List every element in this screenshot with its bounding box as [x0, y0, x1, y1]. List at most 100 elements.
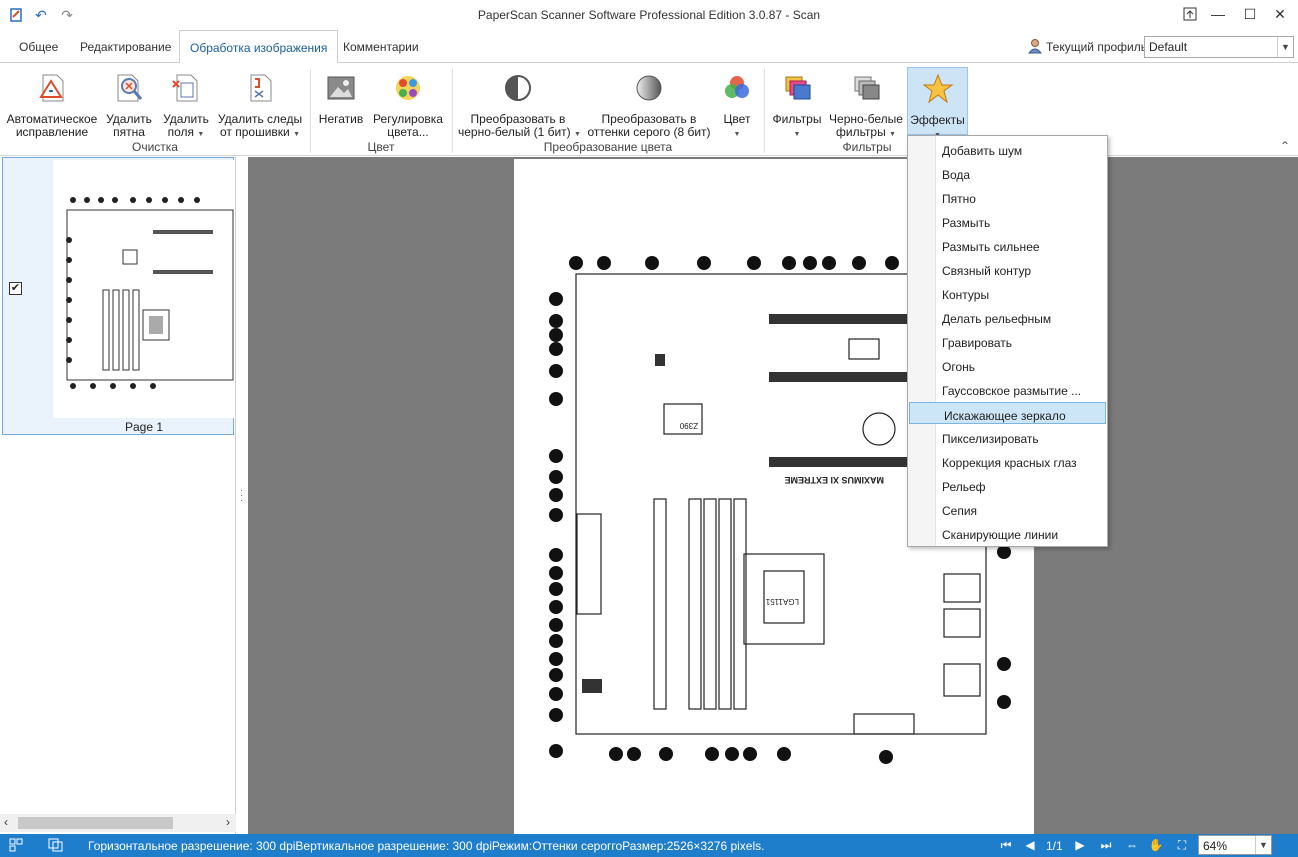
remove-staple-button[interactable]: Удалить следы от прошивки ▼: [216, 67, 304, 141]
ribbon-tabs: Общее Редактирование Обработка изображен…: [0, 30, 1298, 64]
group-label-filters: Фильтры: [842, 140, 892, 154]
title-bar: ↶ ↷ PaperScan Scanner Software Professio…: [0, 0, 1298, 30]
page-indicator: 1/1: [1046, 839, 1063, 853]
maximize-icon[interactable]: ☐: [1243, 5, 1257, 22]
color-adjust-button[interactable]: Регулировка цвета...: [370, 67, 446, 139]
group-label-color: Цвет: [367, 140, 395, 154]
previous-page-icon[interactable]: ◀: [1025, 838, 1035, 852]
negative-button[interactable]: Негатив: [316, 67, 366, 126]
filters-icon: [780, 71, 814, 105]
pan-icon[interactable]: ✋: [1148, 838, 1164, 852]
half-circle-icon: [501, 71, 535, 105]
menu-item-red-eye[interactable]: Коррекция красных глаз: [942, 456, 1077, 470]
thumbnail-label: Page 1: [124, 420, 164, 434]
menu-item-emboss[interactable]: Делать рельефным: [942, 312, 1052, 326]
chevron-down-icon: ▼: [1255, 836, 1271, 854]
menu-item-pixelate[interactable]: Пикселизировать: [942, 432, 1039, 446]
menu-item-relief[interactable]: Рельеф: [942, 480, 986, 494]
last-page-icon[interactable]: ⏭: [1100, 838, 1112, 852]
thumbnail-checkbox[interactable]: ✔: [9, 282, 22, 295]
rgb-circles-icon: [720, 71, 754, 105]
menu-item-fire[interactable]: Огонь: [942, 360, 975, 374]
group-label-color-conversion: Преобразование цвета: [543, 140, 673, 154]
close-icon[interactable]: ✕: [1274, 5, 1286, 22]
undo-icon[interactable]: ↶: [35, 6, 47, 23]
svg-text:Z390: Z390: [679, 421, 698, 430]
app-logo-icon: [8, 6, 26, 24]
profile-label: Текущий профиль:: [1046, 40, 1151, 54]
convert-gray-button[interactable]: Преобразовать в оттенки серого (8 бит): [586, 67, 712, 139]
auto-fix-button[interactable]: Автоматическое исправление: [6, 67, 98, 139]
chevron-down-icon: ▼: [197, 131, 205, 138]
menu-item-spot[interactable]: Пятно: [942, 192, 976, 206]
group-label-cleanup: Очистка: [132, 140, 178, 154]
remove-spots-button[interactable]: Удалить пятна: [102, 67, 156, 139]
tab-general[interactable]: Общее: [19, 40, 59, 54]
menu-item-blur[interactable]: Размыть: [942, 216, 991, 230]
first-page-icon[interactable]: ⏮: [1000, 838, 1012, 852]
panel-splitter[interactable]: ···: [240, 485, 244, 506]
menu-item-scan-lines[interactable]: Сканирующие линии: [942, 528, 1059, 542]
group-separator: [310, 69, 311, 153]
remove-margins-button[interactable]: Удалить поля ▼: [160, 67, 212, 141]
tab-image-processing[interactable]: Обработка изображения: [179, 30, 339, 64]
filters-button[interactable]: Фильтры ▼: [770, 67, 824, 141]
menu-item-add-noise[interactable]: Добавить шум: [942, 144, 1023, 158]
bw-filters-icon: [849, 71, 883, 105]
profile-select[interactable]: Default ▼: [1144, 36, 1294, 58]
redo-icon[interactable]: ↷: [61, 6, 73, 23]
star-icon: [921, 72, 955, 106]
chevron-down-icon: ▼: [1277, 37, 1293, 57]
zoom-select[interactable]: 64% ▼: [1198, 835, 1272, 855]
document-viewer[interactable]: MAXIMUS XI EXTREME Z390 LGA1151: [248, 157, 1298, 834]
margins-icon: [169, 71, 203, 105]
grayscale-circle-icon: [632, 71, 666, 105]
menu-item-water[interactable]: Вода: [942, 168, 971, 182]
chevron-down-icon: ▼: [793, 131, 801, 138]
scroll-left-icon[interactable]: ‹: [4, 815, 8, 829]
chevron-down-icon: ▼: [889, 131, 896, 138]
tab-edit[interactable]: Редактирование: [80, 40, 172, 54]
profile-value: Default: [1149, 40, 1188, 54]
group-separator: [764, 69, 765, 153]
grid-view-icon[interactable]: [8, 838, 24, 853]
svg-text:LGA1151: LGA1151: [765, 597, 799, 606]
ribbon-options-icon[interactable]: [1178, 4, 1202, 24]
tab-comments[interactable]: Комментарии: [343, 40, 419, 54]
auto-fix-icon: [35, 71, 69, 105]
menu-item-blur-more[interactable]: Размыть сильнее: [942, 240, 1040, 254]
user-icon: [1027, 38, 1043, 54]
scroll-right-icon[interactable]: ›: [226, 815, 230, 829]
chevron-down-icon: ▼: [293, 131, 301, 138]
status-bar: Горизонтальное разрешение: 300 dpiВертик…: [0, 834, 1298, 857]
menu-item-engrave[interactable]: Гравировать: [942, 336, 1012, 350]
effects-button[interactable]: Эффекты ▼: [907, 67, 968, 139]
fit-page-icon[interactable]: ⛶: [1177, 838, 1187, 852]
menu-item-sepia[interactable]: Сепия: [942, 504, 978, 518]
thumbnail-item[interactable]: ✔ Page 1: [2, 157, 235, 435]
menu-item-gaussian-blur[interactable]: Гауссовское размытие ...: [942, 384, 1082, 398]
svg-text:MAXIMUS XI EXTREME: MAXIMUS XI EXTREME: [784, 475, 884, 485]
chevron-down-icon: ▼: [574, 131, 581, 138]
menu-item-contours[interactable]: Контуры: [942, 288, 990, 302]
horizontal-scrollbar[interactable]: ‹ ›: [0, 814, 236, 832]
menu-item-connected-contour[interactable]: Связный контур: [942, 264, 1032, 278]
zoom-value: 64%: [1203, 839, 1228, 853]
color-button[interactable]: Цвет ▼: [716, 67, 758, 141]
collapse-ribbon-icon[interactable]: ⌃: [1279, 139, 1290, 153]
chevron-down-icon: ▼: [733, 131, 741, 138]
thumbnail-image: [53, 160, 235, 418]
menu-item-distorting-mirror[interactable]: Искажающее зеркало: [909, 402, 1106, 424]
minimize-icon[interactable]: —: [1211, 6, 1225, 22]
bw-filters-button[interactable]: Черно-белые фильтры ▼: [828, 67, 904, 141]
effects-menu: Добавить шум Вода Пятно Размыть Размыть …: [907, 135, 1108, 547]
window-title: PaperScan Scanner Software Professional …: [477, 8, 821, 22]
next-page-icon[interactable]: ▶: [1075, 838, 1085, 852]
pages-icon[interactable]: [48, 838, 64, 853]
staple-icon: [243, 71, 277, 105]
motherboard-diagram: MAXIMUS XI EXTREME Z390 LGA1151: [549, 256, 1011, 764]
scrollbar-thumb[interactable]: [18, 817, 173, 829]
convert-bw-button[interactable]: Преобразовать в черно-белый (1 бит) ▼: [458, 67, 581, 141]
palette-icon: [391, 71, 425, 105]
fit-width-icon[interactable]: ⇔: [1126, 838, 1138, 852]
